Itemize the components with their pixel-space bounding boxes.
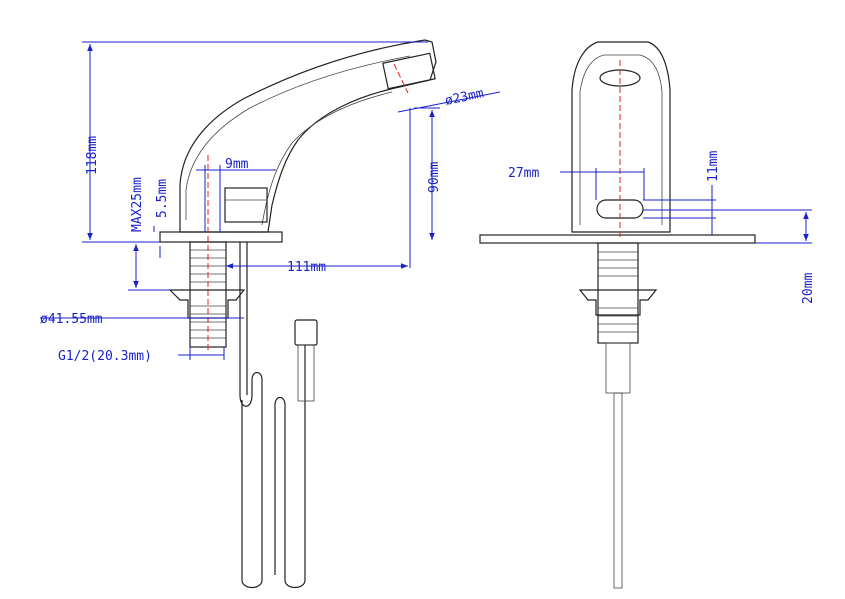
outlet-aerator [382, 52, 436, 90]
front-mounting-nut [578, 289, 658, 316]
sensor-cable [274, 345, 306, 589]
side-view [159, 39, 437, 589]
cable-connector [294, 319, 318, 346]
dim-reach: 111mm [287, 260, 326, 275]
spout-highlight [185, 55, 411, 220]
sensor-window [224, 187, 268, 223]
outlet-centerline [393, 63, 409, 94]
dim-thread: G1/2(20.3mm) [58, 349, 152, 364]
dim-max-deck: MAX25mm [130, 177, 145, 232]
dim-shank-nut-diameter: ø41.55mm [40, 312, 103, 327]
dim-sensor-offset: 9mm [225, 157, 249, 172]
dim-base-height: 20mm [801, 273, 816, 304]
front-threaded-shank [597, 242, 639, 344]
dim-height-total: 118mm [85, 136, 100, 175]
dim-sensor-height: 11mm [706, 151, 721, 182]
dim-deck-gap: 5.5mm [155, 179, 170, 218]
dim-spout-height: 90mm [427, 162, 442, 193]
front-deck-plate [479, 234, 756, 244]
front-view [479, 41, 756, 589]
spout-inner-line [261, 91, 393, 226]
dim-sensor-width: 27mm [508, 166, 539, 181]
spout-body [179, 39, 437, 233]
front-body [571, 41, 671, 233]
supply-hose [239, 242, 263, 589]
dim-outlet-diameter: ø23mm [444, 86, 486, 109]
deck-plate [159, 231, 283, 243]
